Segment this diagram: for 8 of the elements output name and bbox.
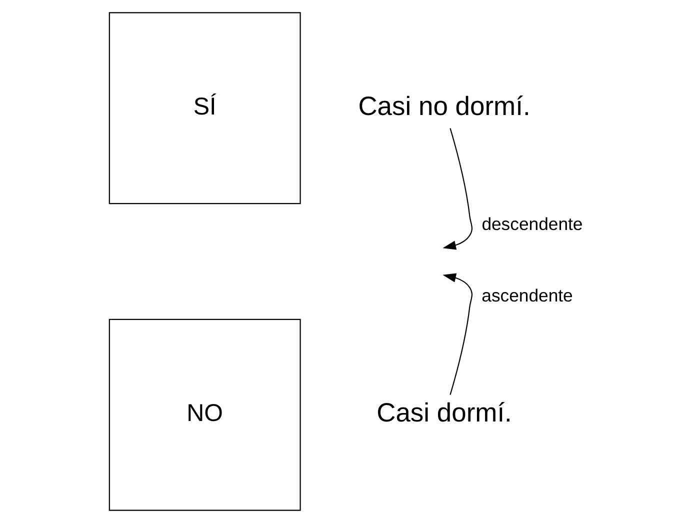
node-box: NO [108, 318, 301, 511]
node-text: Casi no dormí. [358, 90, 530, 121]
node-box: SÍ [108, 12, 301, 204]
node-text: Casi dormí. [376, 398, 512, 428]
arrow [442, 128, 472, 250]
edge-label: ascendente [482, 286, 573, 306]
arrow [442, 273, 472, 395]
edge-label: descendente [482, 214, 583, 234]
